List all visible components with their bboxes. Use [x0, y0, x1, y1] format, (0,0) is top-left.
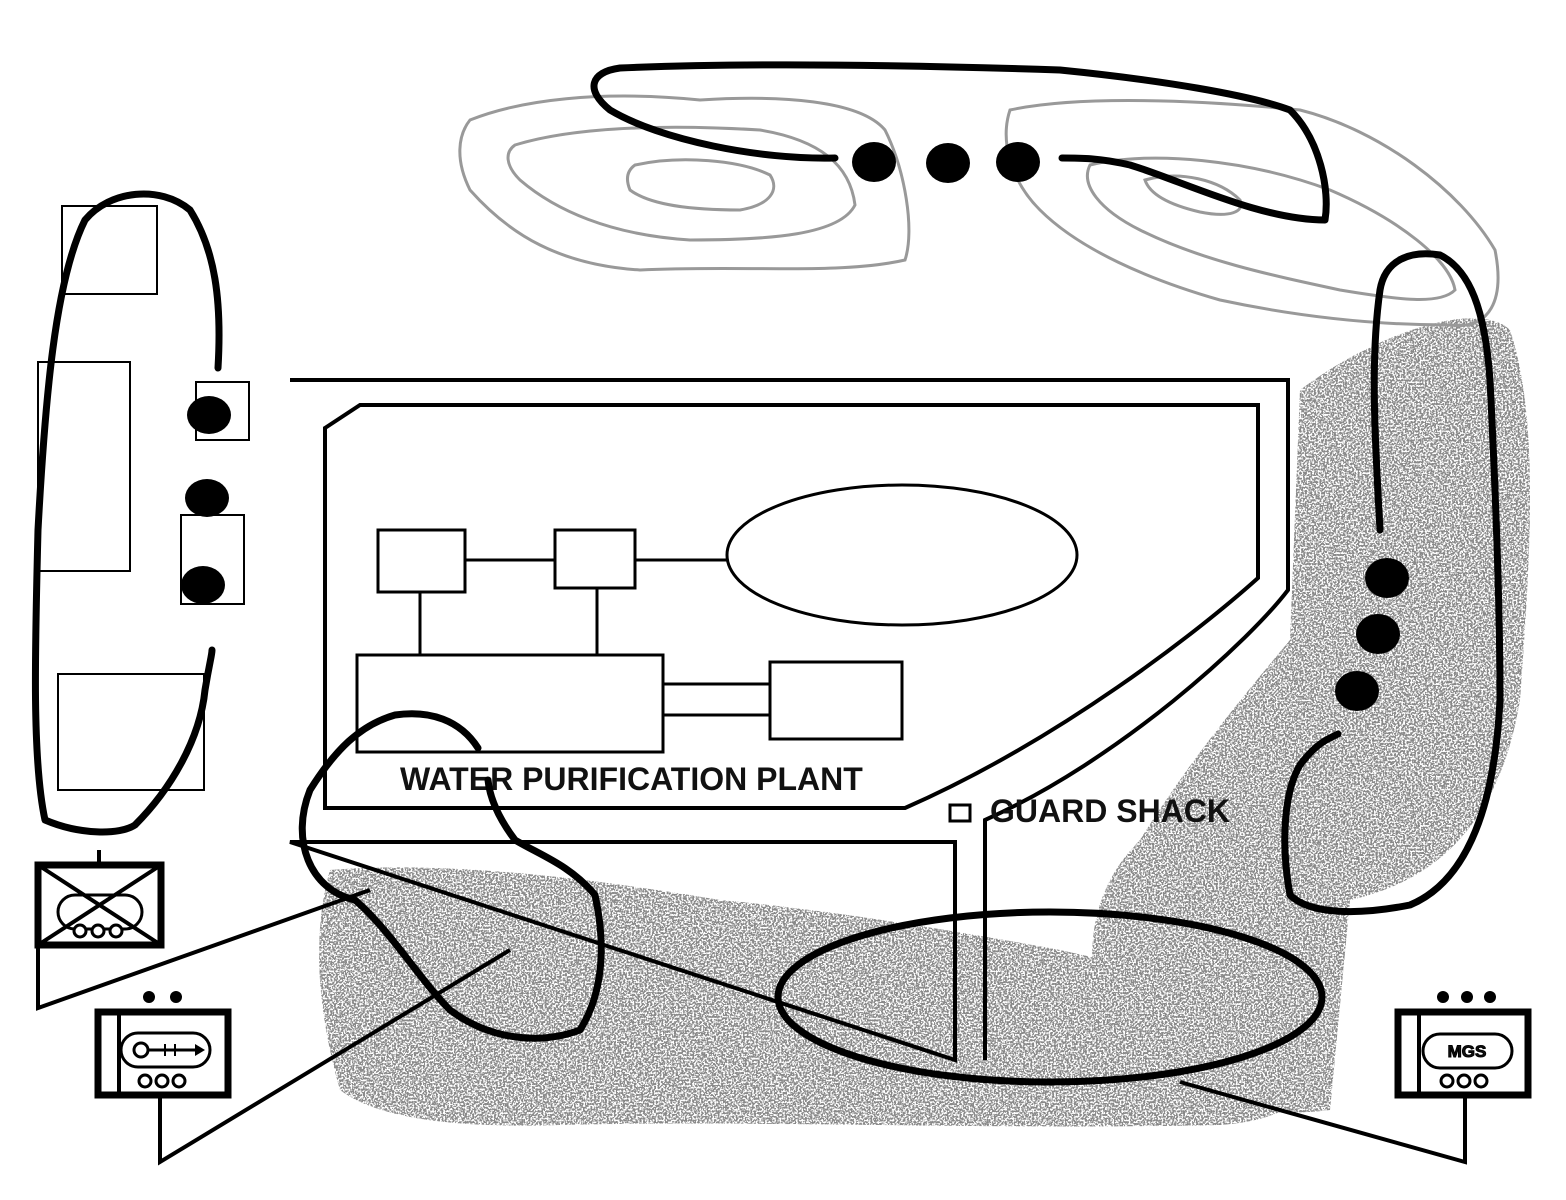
contour-inner-west [506, 125, 857, 242]
size-dot [1461, 991, 1473, 1003]
contour-core-west [626, 158, 776, 212]
line-armor-to-center [36, 888, 371, 1011]
size-dot [1484, 991, 1496, 1003]
position-dot [181, 566, 225, 604]
position-dot [1335, 671, 1379, 711]
objective-north [590, 61, 1330, 224]
plant-facilities [355, 483, 1079, 823]
vegetation-areas [319, 318, 1530, 1127]
west-building-3 [57, 673, 205, 791]
line-armored-to-center [158, 948, 512, 1166]
position-dot [926, 143, 970, 183]
contour-outer-east [1004, 99, 1500, 328]
position-dot [1356, 614, 1400, 654]
plant-compound [289, 378, 1290, 1063]
unit-symbol-armored [94, 991, 232, 1099]
guard-shack-box [948, 803, 972, 823]
vegetation-east [1092, 318, 1530, 1113]
west-building-2 [37, 361, 131, 572]
size-dot [143, 991, 155, 1003]
unit-lines [36, 850, 1467, 1166]
contour-core-east [1143, 174, 1243, 216]
outer-perimeter-wall [289, 378, 1290, 1063]
size-dot [170, 991, 182, 1003]
plant-label: WATER PURIFICATION PLANT [400, 761, 863, 797]
building-3 [768, 660, 904, 741]
objective-south [774, 908, 1326, 1086]
objective-west [31, 190, 223, 836]
main-building [355, 653, 665, 754]
unit-symbol-mgs: MGS [1394, 991, 1532, 1099]
reservoir-tank [725, 483, 1079, 627]
vegetation-south [319, 867, 1332, 1127]
inner-perimeter-wall [323, 403, 1260, 810]
position-dot [185, 479, 229, 517]
guard-shack-label: GUARD SHACK [990, 793, 1230, 829]
position-dot [187, 396, 231, 434]
tactical-overlay [31, 61, 1504, 1086]
unit-symbol-armor-destroyed [34, 861, 165, 949]
position-dot [1365, 558, 1409, 598]
size-dot [1437, 991, 1449, 1003]
objective-center [298, 710, 605, 1042]
contour-inner-east [1086, 156, 1457, 301]
mgs-label: MGS [1448, 1042, 1487, 1061]
contour-outer-west [458, 94, 911, 272]
objective-east [1281, 250, 1504, 916]
building-1 [376, 528, 467, 594]
west-building-1 [61, 205, 158, 295]
fighting-positions [181, 142, 1409, 711]
position-dot [996, 142, 1040, 182]
contour-lines [458, 94, 1500, 328]
position-dot [852, 142, 896, 182]
building-2 [553, 528, 637, 590]
line-mgs-to-south [1179, 1080, 1467, 1165]
